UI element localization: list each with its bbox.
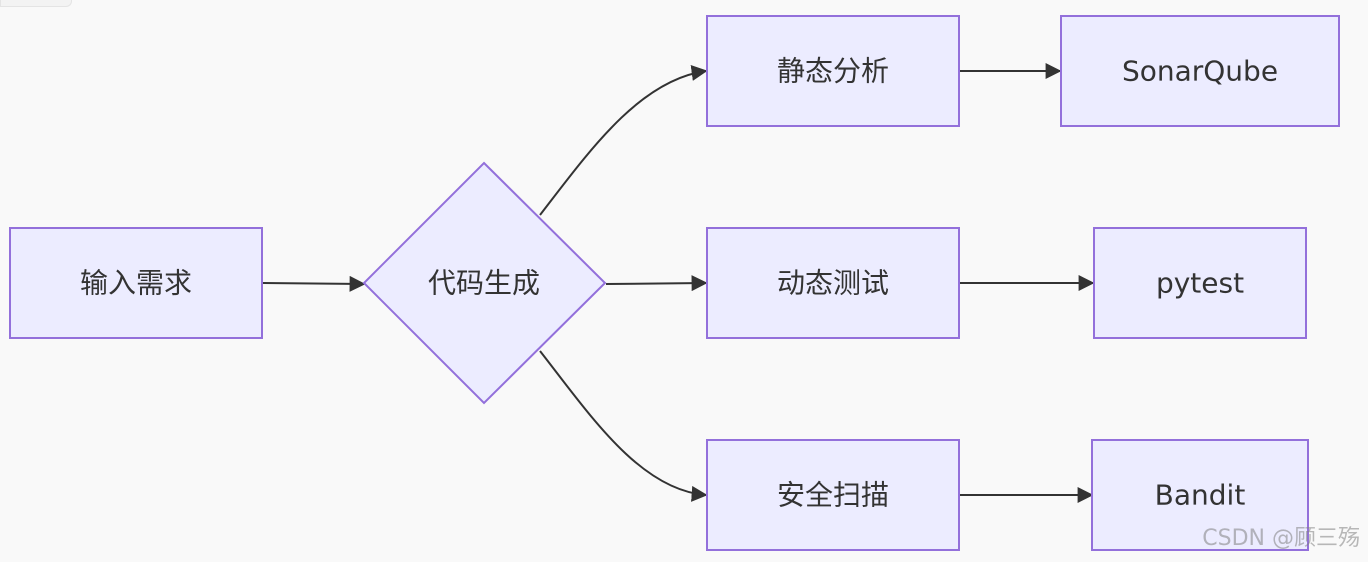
edge-input-to-generate	[262, 275, 366, 292]
node-code-generation-label: 代码生成	[428, 267, 540, 300]
node-security-scan[interactable]: 安全扫描	[706, 439, 960, 551]
edge-generate-to-security-scan	[539, 350, 708, 502]
edge-generate-to-static-analysis	[539, 65, 708, 216]
edge-generate-to-dynamic-test	[605, 275, 708, 292]
node-dynamic-test[interactable]: 动态测试	[706, 227, 960, 339]
node-bandit-label: Bandit	[1155, 479, 1246, 512]
node-input-requirements-label: 输入需求	[80, 267, 192, 300]
node-input-requirements[interactable]: 输入需求	[9, 227, 263, 339]
node-code-generation-decision[interactable]: 代码生成	[362, 161, 607, 405]
node-sonarqube[interactable]: SonarQube	[1060, 15, 1340, 127]
node-security-scan-label: 安全扫描	[777, 479, 889, 512]
csdn-watermark: CSDN @顾三殇	[1202, 526, 1360, 551]
node-bandit[interactable]: Bandit	[1091, 439, 1309, 551]
node-sonarqube-label: SonarQube	[1122, 55, 1278, 88]
node-static-analysis-label: 静态分析	[777, 55, 889, 88]
node-static-analysis[interactable]: 静态分析	[706, 15, 960, 127]
node-pytest[interactable]: pytest	[1093, 227, 1307, 339]
node-pytest-label: pytest	[1156, 267, 1244, 300]
node-dynamic-test-label: 动态测试	[777, 267, 889, 300]
